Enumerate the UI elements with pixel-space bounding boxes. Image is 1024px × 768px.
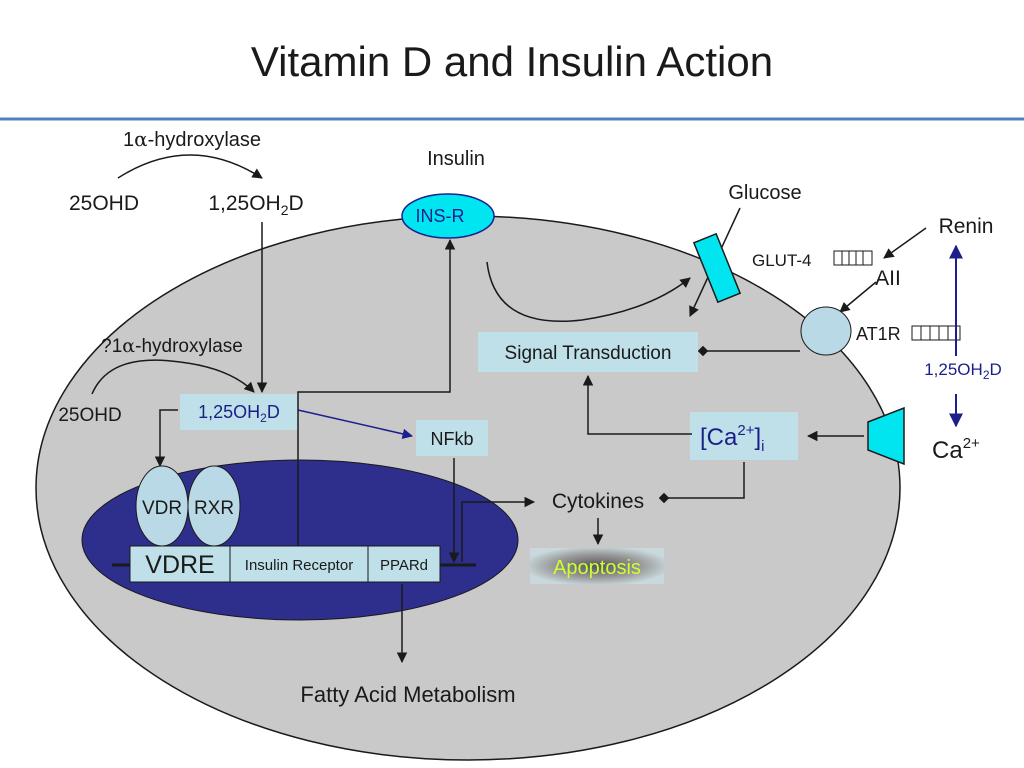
ca-to-cytokines-path — [658, 462, 745, 504]
125oh2d-to-vdr-path — [154, 409, 178, 468]
ca-intracellular-box — [690, 412, 798, 460]
alpha-hydroxylase-top-label: 1α-hydroxylase — [123, 127, 261, 151]
aii-arrow — [839, 281, 877, 313]
glut4-symbol-boxes — [833, 250, 873, 266]
ins-r-label: INS-R — [416, 206, 465, 226]
ins-r-receptor — [401, 193, 495, 239]
ins-r-to-glut4-arc — [486, 261, 691, 322]
at1r-receptor — [800, 306, 852, 356]
125oh2d-mid-box — [180, 394, 298, 430]
ca-to-signal-path — [582, 374, 692, 435]
125oh2d-top-label: 1,25OH2D — [208, 192, 303, 218]
cytokines-label: Cytokines — [552, 490, 644, 513]
hydroxylase-top-arc — [117, 154, 263, 179]
insulin-receptor-gene-box — [229, 545, 369, 583]
nfkb-box — [416, 420, 488, 456]
apoptosis-label: Apoptosis — [553, 557, 641, 579]
125oh2d-mid-label: 1,25OH2D — [198, 402, 280, 425]
calcium-channel — [867, 406, 905, 466]
renin-arrow — [883, 227, 927, 259]
page-title: Vitamin D and Insulin Action — [251, 38, 773, 85]
insulin-label: Insulin — [427, 148, 485, 170]
vdr-label: VDR — [142, 498, 182, 519]
ppard-gene-label: PPARd — [380, 557, 428, 574]
at1r-symbol-boxes — [911, 325, 961, 341]
vdre-box — [129, 545, 231, 583]
renin-label: Renin — [939, 215, 994, 238]
25ohd-top-label: 25OHD — [69, 192, 139, 215]
signal-transduction-label: Signal Transduction — [505, 343, 672, 364]
nfkb-label: NFkb — [430, 429, 473, 449]
signal-transduction-box — [478, 332, 698, 372]
vdre-label: VDRE — [145, 551, 214, 579]
fatty-acid-metabolism-label: Fatty Acid Metabolism — [300, 682, 515, 707]
insulin-receptor-gene-label: Insulin Receptor — [245, 557, 353, 574]
ppard-gene-box — [367, 545, 441, 583]
aii-label: AII — [875, 267, 901, 290]
glut4-label: GLUT-4 — [752, 251, 812, 270]
ca-outside-label: Ca2+ — [932, 435, 980, 464]
125oh2d-to-nfkb-arrow — [297, 409, 414, 440]
glut4-transporter — [692, 232, 742, 304]
at1r-label: AT1R — [856, 324, 901, 344]
125oh2d-right-label: 1,25OH2D — [924, 360, 1002, 382]
rxr-label: RXR — [194, 498, 234, 519]
dna-to-cytokines-path — [461, 496, 536, 562]
alpha-hydroxylase-mid-label: ?1α-hydroxylase — [101, 335, 243, 357]
apoptosis-box — [530, 548, 664, 584]
glucose-label: Glucose — [728, 182, 801, 204]
hydroxylase-mid-arc — [91, 359, 255, 395]
ca-intracellular-label: [Ca2+]i — [700, 422, 764, 455]
insulin-receptor-to-ins-r-path — [297, 238, 456, 546]
25ohd-mid-label: 25OHD — [58, 405, 121, 426]
